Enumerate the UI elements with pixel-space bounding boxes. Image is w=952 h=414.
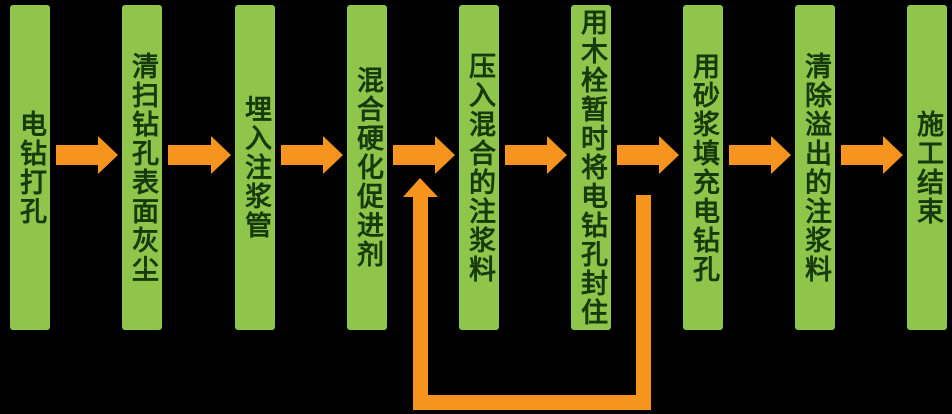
step-box-4: 混合硬化促进剂: [347, 5, 387, 330]
step-label-6: 用木栓暂时将电钻孔封住: [576, 8, 607, 327]
step-label-1: 电钻打孔: [15, 109, 46, 226]
flow-arrow-8: [841, 136, 903, 174]
step-label-4: 混合硬化促进剂: [352, 66, 383, 269]
flow-arrow-7: [729, 136, 791, 174]
flow-arrow-4: [393, 136, 455, 174]
step-label-5: 压入混合的注浆料: [464, 51, 495, 284]
step-box-2: 清扫钻孔表面灰尘: [122, 5, 162, 330]
step-label-9: 施工结束: [912, 109, 943, 226]
flow-arrow-5: [505, 136, 567, 174]
step-box-9: 施工结束: [907, 5, 947, 330]
flow-arrow-3: [281, 136, 343, 174]
flow-arrow-6: [617, 136, 679, 174]
flow-arrow-1: [56, 136, 118, 174]
step-box-6: 用木栓暂时将电钻孔封住: [571, 5, 611, 330]
step-label-3: 埋入注浆管: [240, 95, 271, 240]
step-box-5: 压入混合的注浆料: [459, 5, 499, 330]
step-box-8: 清除溢出的注浆料: [795, 5, 835, 330]
loop-back-arrow: [403, 178, 651, 410]
step-box-1: 电钻打孔: [10, 5, 50, 330]
step-label-2: 清扫钻孔表面灰尘: [127, 51, 158, 284]
step-box-3: 埋入注浆管: [235, 5, 275, 330]
step-box-7: 用砂浆填充电钻孔: [683, 5, 723, 330]
step-label-7: 用砂浆填充电钻孔: [688, 51, 719, 284]
flow-arrow-2: [168, 136, 231, 174]
step-label-8: 清除溢出的注浆料: [800, 51, 831, 284]
